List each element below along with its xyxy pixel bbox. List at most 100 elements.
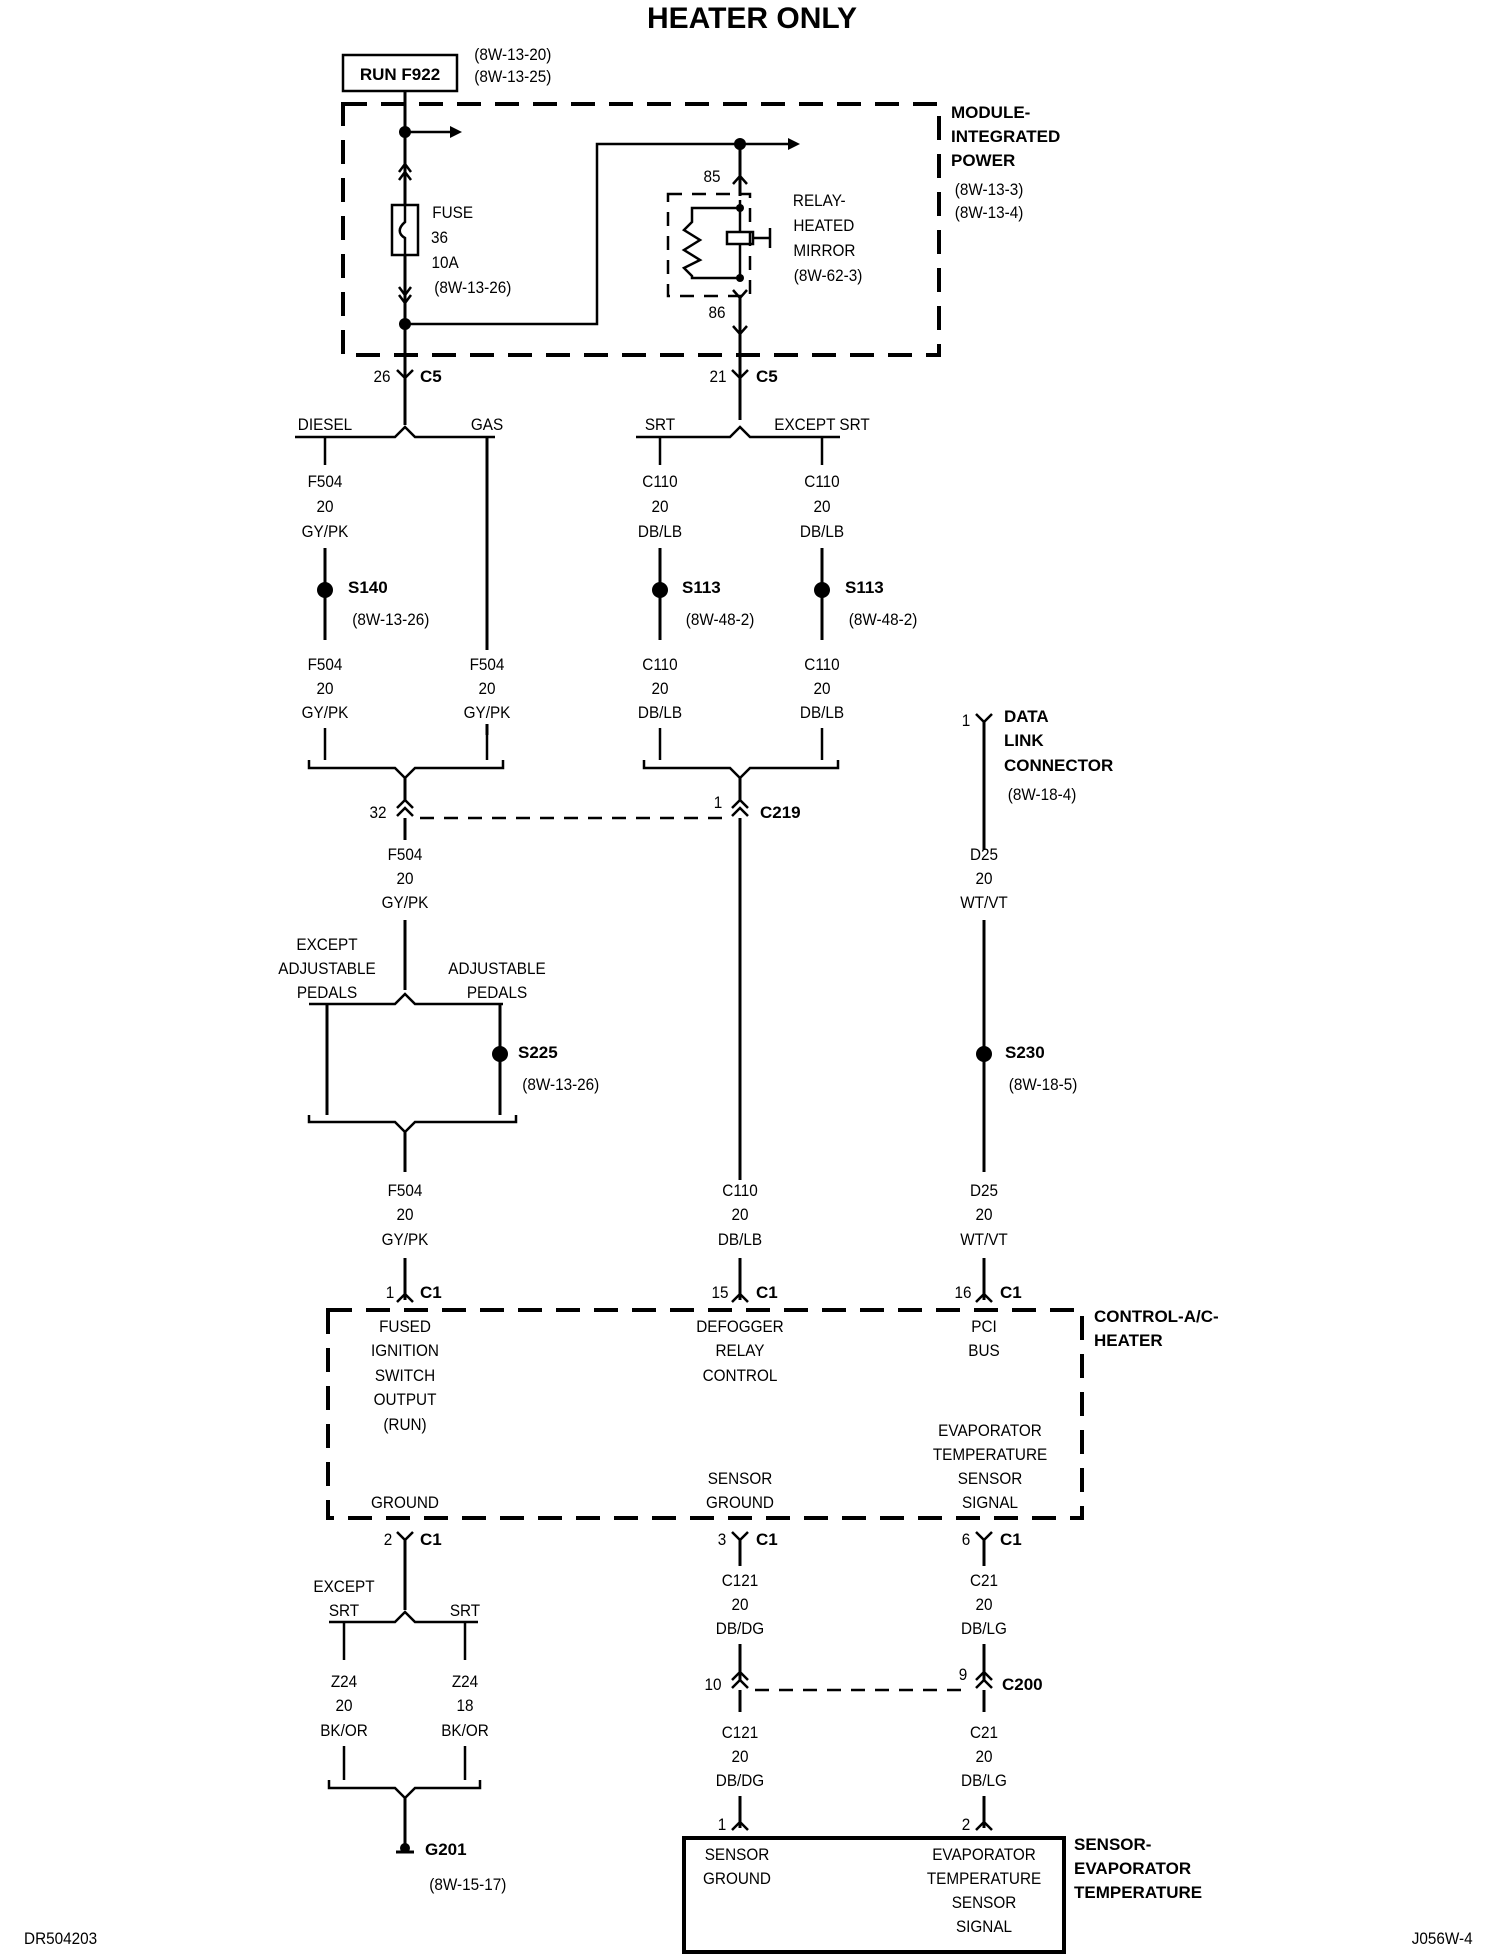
svg-text:LINK: LINK bbox=[1004, 731, 1044, 750]
svg-text:ADJUSTABLE: ADJUSTABLE bbox=[278, 959, 376, 978]
wire-d25-a: D25 20 WT/VT bbox=[960, 845, 1008, 912]
svg-text:C110: C110 bbox=[642, 655, 677, 674]
c200-pin-left: 10 bbox=[704, 1675, 721, 1694]
svg-text:F504: F504 bbox=[308, 472, 343, 491]
splice-s113-a bbox=[652, 582, 668, 598]
run-ref-1: (8W-13-20) bbox=[474, 45, 551, 64]
s230-name: S230 bbox=[1005, 1043, 1045, 1062]
svg-text:DB/DG: DB/DG bbox=[716, 1771, 764, 1790]
svg-text:BK/OR: BK/OR bbox=[441, 1721, 489, 1740]
svg-text:DB/DG: DB/DG bbox=[716, 1619, 764, 1638]
relay-pin-85: 85 bbox=[703, 167, 720, 186]
svg-text:(8W-13-26): (8W-13-26) bbox=[434, 278, 511, 297]
s140-name: S140 bbox=[348, 578, 388, 597]
c1-pin-6-conn: C1 bbox=[1000, 1530, 1022, 1549]
svg-text:POWER: POWER bbox=[951, 151, 1015, 170]
svg-text:20: 20 bbox=[396, 869, 413, 888]
variant-diesel: DIESEL bbox=[298, 415, 352, 434]
variant-gnd-except: EXCEPT SRT bbox=[313, 1577, 374, 1620]
svg-text:20: 20 bbox=[731, 1205, 748, 1224]
svg-text:WT/VT: WT/VT bbox=[960, 893, 1008, 912]
c1-pin-15: 15 bbox=[711, 1283, 728, 1302]
c1-pin-6: 6 bbox=[962, 1530, 971, 1549]
svg-text:GROUND: GROUND bbox=[706, 1493, 774, 1512]
wire-f504-b: F504 20 GY/PK bbox=[302, 655, 349, 722]
splice-s225 bbox=[492, 1046, 508, 1062]
wire-c110-e: C110 20 DB/LB bbox=[718, 1181, 762, 1249]
svg-text:F504: F504 bbox=[308, 655, 343, 674]
svg-text:FUSE: FUSE bbox=[432, 203, 473, 222]
svg-text:CONTROL-A/C-: CONTROL-A/C- bbox=[1094, 1307, 1219, 1326]
svg-text:PEDALS: PEDALS bbox=[467, 983, 528, 1002]
c1-pin-15-label: DEFOGGER RELAY CONTROL bbox=[696, 1317, 783, 1385]
fuse-label: FUSE 36 10A (8W-13-26) bbox=[431, 203, 511, 297]
c5-right-conn: C5 bbox=[756, 367, 778, 386]
c1-pin-1: 1 bbox=[386, 1283, 395, 1302]
svg-text:CONNECTOR: CONNECTOR bbox=[1004, 756, 1113, 775]
svg-text:SIGNAL: SIGNAL bbox=[962, 1493, 1018, 1512]
c200-conn: C200 bbox=[1002, 1675, 1043, 1694]
svg-text:DB/LB: DB/LB bbox=[800, 703, 844, 722]
svg-text:C121: C121 bbox=[722, 1571, 759, 1590]
svg-text:ADJUSTABLE: ADJUSTABLE bbox=[448, 959, 546, 978]
svg-text:Z24: Z24 bbox=[452, 1672, 478, 1691]
wire-c21-b: C21 20 DB/LG bbox=[961, 1723, 1007, 1790]
svg-text:20: 20 bbox=[975, 1205, 992, 1224]
variant-gas: GAS bbox=[471, 415, 503, 434]
svg-text:10A: 10A bbox=[432, 253, 459, 272]
svg-text:(8W-13-4): (8W-13-4) bbox=[955, 203, 1024, 222]
sensor-pin-2-label: EVAPORATOR TEMPERATURE SENSOR SIGNAL bbox=[927, 1845, 1042, 1936]
svg-text:(8W-18-4): (8W-18-4) bbox=[1008, 785, 1077, 804]
c1-pin-16: 16 bbox=[954, 1283, 971, 1302]
c1-pin-2: 2 bbox=[384, 1530, 393, 1549]
svg-text:20: 20 bbox=[651, 679, 668, 698]
c219-pin-right: 1 bbox=[714, 793, 723, 812]
svg-text:SENSOR: SENSOR bbox=[958, 1469, 1023, 1488]
ground-ref: (8W-15-17) bbox=[429, 1875, 506, 1894]
footer-right: J056W-4 bbox=[1412, 1929, 1473, 1948]
run-label: RUN F922 bbox=[360, 65, 440, 84]
sensor-name: SENSOR- EVAPORATOR TEMPERATURE bbox=[1074, 1835, 1202, 1902]
wire-c121-a: C121 20 DB/DG bbox=[716, 1571, 764, 1638]
footer-left: DR504203 bbox=[24, 1929, 97, 1948]
svg-text:Z24: Z24 bbox=[331, 1672, 357, 1691]
svg-text:SENSOR: SENSOR bbox=[952, 1893, 1017, 1912]
svg-text:DB/LB: DB/LB bbox=[638, 703, 682, 722]
svg-text:20: 20 bbox=[813, 679, 830, 698]
sensor-pin-1: 1 bbox=[718, 1815, 727, 1834]
s230-ref: (8W-18-5) bbox=[1009, 1075, 1078, 1094]
relay-label: RELAY- HEATED MIRROR (8W-62-3) bbox=[793, 191, 862, 285]
svg-text:SRT: SRT bbox=[329, 1601, 359, 1620]
wire-z24-a: Z24 20 BK/OR bbox=[320, 1672, 368, 1740]
svg-text:20: 20 bbox=[813, 497, 830, 516]
ipm-label: MODULE- INTEGRATED POWER (8W-13-3) (8W-1… bbox=[951, 103, 1060, 222]
svg-text:(8W-13-3): (8W-13-3) bbox=[955, 180, 1024, 199]
relay-pin-86: 86 bbox=[708, 303, 725, 322]
svg-text:TEMPERATURE: TEMPERATURE bbox=[927, 1869, 1042, 1888]
c1-pin-16-conn: C1 bbox=[1000, 1283, 1022, 1302]
wire-d25-b: D25 20 WT/VT bbox=[960, 1181, 1008, 1249]
c200-pin-right: 9 bbox=[959, 1665, 968, 1684]
svg-text:SWITCH: SWITCH bbox=[375, 1366, 435, 1385]
svg-text:20: 20 bbox=[478, 679, 495, 698]
run-ref-2: (8W-13-25) bbox=[474, 67, 551, 86]
svg-text:GY/PK: GY/PK bbox=[302, 522, 349, 541]
svg-text:SIGNAL: SIGNAL bbox=[956, 1917, 1012, 1936]
wire-c110-d: C110 20 DB/LB bbox=[800, 655, 844, 722]
c5-left-pin: 26 bbox=[373, 367, 390, 386]
svg-text:DB/LG: DB/LG bbox=[961, 1771, 1007, 1790]
wire-f504-d: F504 20 GY/PK bbox=[382, 845, 429, 912]
variant-except-adj: EXCEPT ADJUSTABLE PEDALS bbox=[278, 935, 376, 1002]
splice-s140 bbox=[317, 582, 333, 598]
wire-c110-c: C110 20 DB/LB bbox=[800, 472, 844, 541]
svg-text:C110: C110 bbox=[804, 472, 839, 491]
s113-a-ref: (8W-48-2) bbox=[686, 610, 755, 629]
svg-text:DEFOGGER: DEFOGGER bbox=[696, 1317, 783, 1336]
svg-text:C110: C110 bbox=[804, 655, 839, 674]
variant-adj: ADJUSTABLE PEDALS bbox=[448, 959, 546, 1002]
svg-text:C21: C21 bbox=[970, 1723, 998, 1742]
wire-c121-b: C121 20 DB/DG bbox=[716, 1723, 764, 1790]
svg-text:TEMPERATURE: TEMPERATURE bbox=[933, 1445, 1048, 1464]
svg-text:20: 20 bbox=[316, 679, 333, 698]
svg-text:FUSED: FUSED bbox=[379, 1317, 431, 1336]
